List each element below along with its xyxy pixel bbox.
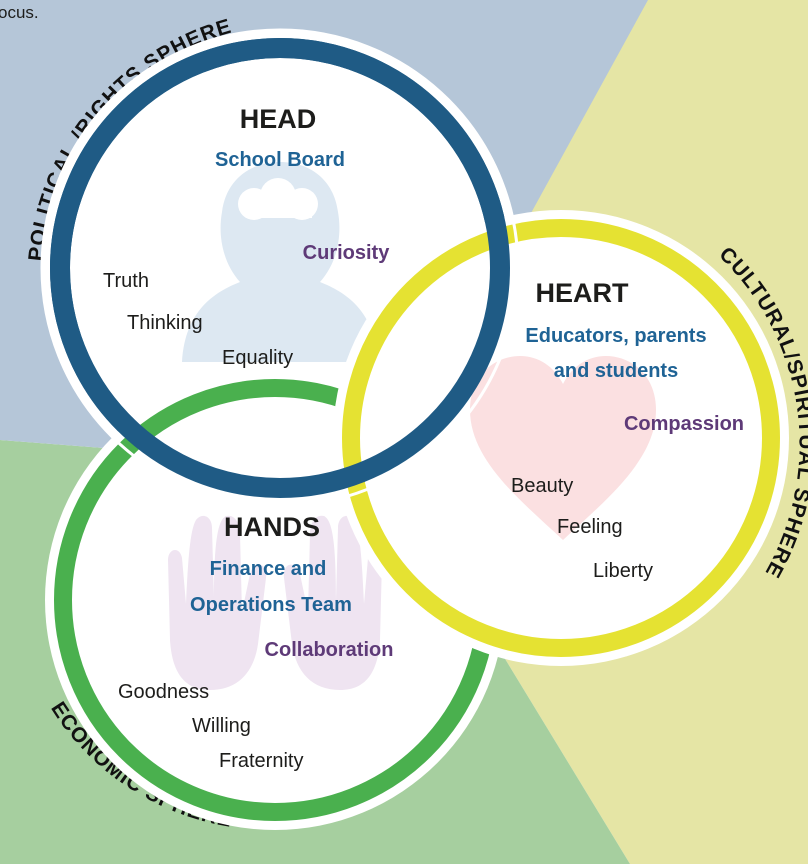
caption-fragment: ocus. [0,3,39,22]
hands-title: HANDS [224,512,320,542]
heart-icon [470,356,656,540]
hands-role-line2: Operations Team [190,594,352,616]
head-ring-overlap [49,38,511,498]
head-word-1: Truth [103,270,149,292]
hands-word-1: Goodness [118,681,209,703]
heart-virtue: Compassion [624,413,744,435]
hands-word-3: Fraternity [219,750,303,772]
head-virtue: Curiosity [303,242,391,264]
head-title: HEAD [240,104,317,134]
hands-icon [168,515,382,690]
person-head-icon [182,162,378,362]
hands-word-2: Willing [192,715,251,737]
heart-role-line2: and students [554,360,678,382]
hands-virtue: Collaboration [265,639,394,661]
hands-role-line1: Finance and [210,558,327,580]
head-role: School Board [215,149,345,171]
heart-role-line1: Educators, parents [525,325,706,347]
head-word-2: Thinking [127,312,203,334]
heart-word-2: Feeling [557,516,623,538]
head-word-3: Equality [222,347,293,369]
heart-title: HEART [536,278,630,308]
heart-circle [333,210,789,666]
heart-word-3: Liberty [593,560,653,582]
heart-word-1: Beauty [511,475,573,497]
